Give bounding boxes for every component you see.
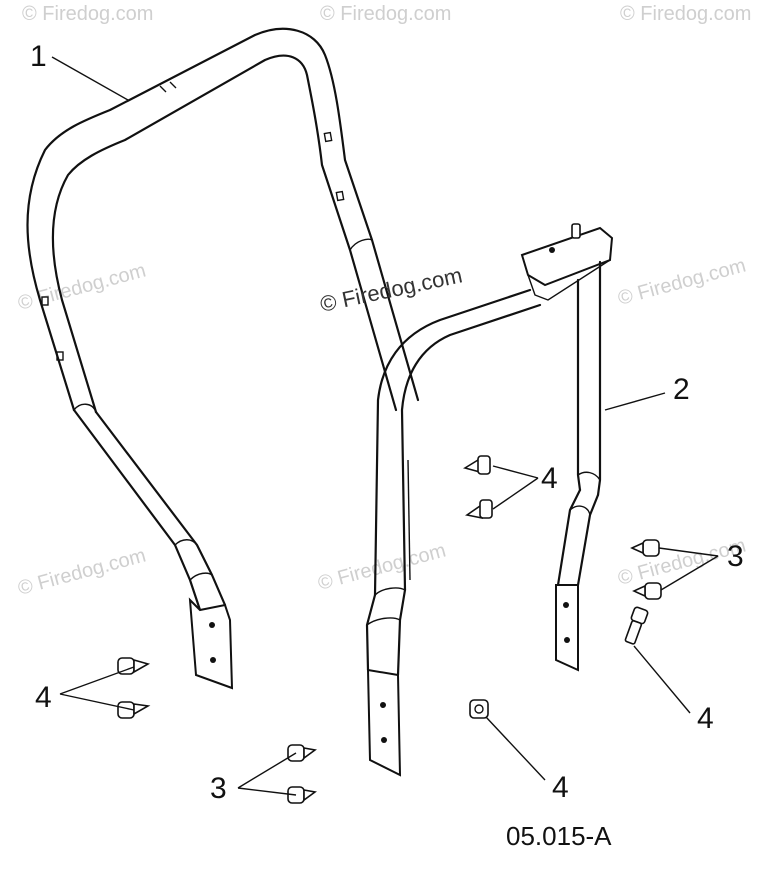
watermark-tile: © Firedog.com [620, 3, 751, 25]
bolt-4-bottom-center [469, 699, 489, 719]
callout-1: 1 [30, 40, 47, 73]
callout-3-bottom: 3 [210, 772, 227, 805]
watermark-tile: © Firedog.com [320, 3, 451, 25]
diagram-reference-code: 05.015-A [506, 821, 612, 851]
nut-3-right-upper [630, 539, 660, 557]
nut-3-right-lower [632, 582, 662, 600]
bolt-4-center-upper [462, 455, 491, 475]
callout-4-bottom: 4 [552, 771, 569, 804]
callout-3-right: 3 [727, 540, 744, 573]
bolt-4-right [624, 606, 649, 645]
callouts: 1 2 4 3 4 4 3 4 [30, 40, 744, 805]
part-2-front-hoop [365, 223, 614, 777]
watermark-tile: © Firedog.com [316, 540, 449, 595]
callout-4-center: 4 [541, 462, 558, 495]
bolt-4-left-lower [117, 701, 151, 719]
nut-3-bottom-upper [287, 744, 317, 762]
watermark-tile: © Firedog.com [616, 255, 749, 310]
callout-2: 2 [673, 373, 690, 406]
watermark-tile: © Firedog.com [22, 3, 153, 25]
callout-4-left: 4 [35, 681, 52, 714]
callout-4-right: 4 [697, 702, 714, 735]
leader-lines [51, 56, 719, 796]
bolt-4-left-upper [117, 657, 151, 675]
part-1-roll-bar-frame [26, 27, 420, 690]
watermark-tile: © Firedog.com [16, 545, 149, 600]
bolt-4-center-lower [464, 499, 493, 520]
